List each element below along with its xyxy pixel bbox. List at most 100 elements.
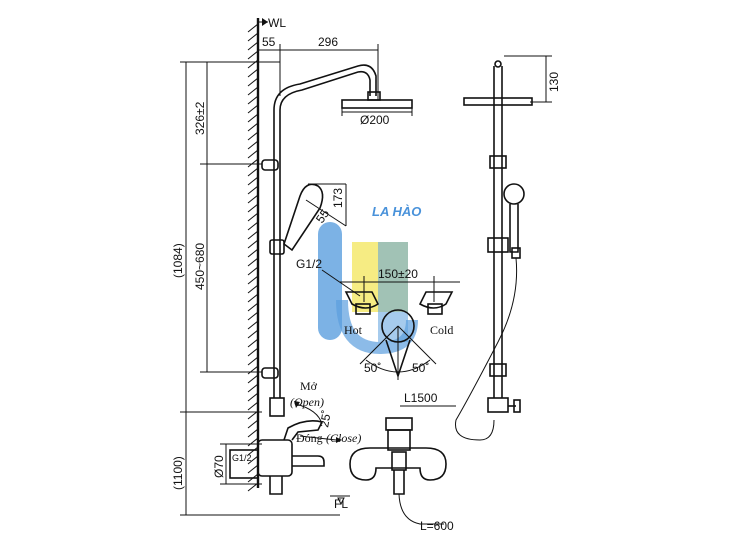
close-vi-label: Đóng bbox=[296, 431, 323, 445]
shower-hose bbox=[455, 257, 518, 441]
wall-hatch-line bbox=[247, 140, 259, 150]
hand-shower bbox=[283, 183, 324, 252]
hand-shower-holder bbox=[269, 239, 285, 255]
front-hand-shower-head bbox=[503, 183, 525, 205]
wall-hatch-line bbox=[247, 158, 259, 168]
wall-hatch-line bbox=[247, 329, 259, 339]
dim-326: 326±2 bbox=[193, 101, 207, 135]
wall-hatch-line bbox=[247, 320, 259, 330]
wall-hatch-line bbox=[247, 248, 259, 258]
wall-hatch-line bbox=[247, 50, 259, 60]
dim-1084: (1084) bbox=[171, 243, 185, 278]
dim-130: 130 bbox=[547, 72, 561, 92]
dim-l1500: L1500 bbox=[404, 391, 438, 405]
cold-inlet-elbow bbox=[418, 291, 454, 309]
logo-blue-bar bbox=[318, 222, 342, 340]
wall-hatch-line bbox=[247, 221, 259, 231]
logo-text: LA HÀO bbox=[372, 204, 421, 219]
wall-hatch-line bbox=[247, 311, 259, 321]
front-rain-shower-head bbox=[463, 97, 533, 106]
lower-wall-bracket bbox=[261, 367, 279, 379]
wall-hatch-line bbox=[247, 446, 259, 456]
wall-hatch-line bbox=[247, 302, 259, 312]
angle-25-label: 25˚ bbox=[317, 409, 334, 429]
wall-hatch-line bbox=[247, 428, 259, 438]
wall-hatch-line bbox=[247, 68, 259, 78]
angle-left-label: 50˚ bbox=[364, 361, 381, 375]
diverter bbox=[487, 397, 509, 413]
wall-hatch-line bbox=[247, 338, 259, 348]
open-vi-label: Mở bbox=[300, 379, 318, 393]
wall-hatch-line bbox=[247, 419, 259, 429]
wall-hatch-line bbox=[247, 455, 259, 465]
wall-hatch-line bbox=[247, 23, 259, 33]
wall-hatch-line bbox=[247, 104, 259, 114]
cold-label: Cold bbox=[430, 323, 453, 337]
wall-hatch-line bbox=[247, 365, 259, 375]
dim-l600: L=600 bbox=[420, 519, 454, 533]
dim-200: Ø200 bbox=[360, 113, 390, 127]
side-view-riser: Ø200 173 55 bbox=[261, 64, 413, 417]
wall-hatch-line bbox=[247, 464, 259, 474]
angle-right-label: 50˚ bbox=[412, 361, 429, 375]
wall-hatch-line bbox=[247, 194, 259, 204]
wall-hatch-line bbox=[247, 239, 259, 249]
logo-yellow-block bbox=[352, 242, 408, 312]
dim-g12-lower: G1/2 bbox=[232, 453, 252, 463]
dim-1100: (1100) bbox=[171, 456, 185, 490]
wall-hatch-line bbox=[247, 257, 259, 267]
wall-hatch-line bbox=[247, 41, 259, 51]
wall-hatch-line bbox=[247, 293, 259, 303]
la-hao-logo-watermark: LA HÀO bbox=[318, 204, 421, 355]
wall-hatch-line bbox=[247, 86, 259, 96]
front-view: 130 L1500 L=600 bbox=[349, 55, 561, 533]
wall-hatch-line bbox=[247, 167, 259, 177]
wall-hatch-line bbox=[247, 176, 259, 186]
hot-inlet-elbow bbox=[344, 291, 380, 309]
wall-hatch-line bbox=[247, 383, 259, 393]
valve-top-view: 150±20 G1/2 Hot Cold 50˚ 50˚ bbox=[296, 257, 460, 380]
dim-70: Ø70 bbox=[212, 455, 226, 478]
wall-hatch-line bbox=[247, 284, 259, 294]
left-dimensions: (1084) 326±2 450~680 (1100) Ø70 bbox=[171, 61, 340, 516]
wall-hatch-line bbox=[247, 266, 259, 276]
wl-label: WL bbox=[268, 16, 286, 30]
wall-hatch-line bbox=[247, 77, 259, 87]
wall-hatch-line bbox=[247, 122, 259, 132]
wall-hatch-line bbox=[247, 95, 259, 105]
side-view-mixer: G1/2 Mở (Open) 25˚ Đóng (Close) FL bbox=[229, 379, 361, 511]
top-dimensions: 55 296 bbox=[258, 35, 379, 100]
rain-shower-head bbox=[341, 99, 413, 109]
wall-hatch-line bbox=[247, 185, 259, 195]
wall-hatch-line bbox=[247, 203, 259, 213]
close-en-label: (Close) bbox=[326, 431, 361, 445]
hot-label: Hot bbox=[344, 323, 363, 337]
wall-hatch-line bbox=[247, 212, 259, 222]
wall-hatch-line bbox=[247, 275, 259, 285]
wall-hatch-line bbox=[247, 149, 259, 159]
wall-hatch-line bbox=[247, 374, 259, 384]
open-en-label: (Open) bbox=[290, 395, 324, 409]
wall-hatch-line bbox=[247, 113, 259, 123]
wall: WL bbox=[247, 16, 286, 492]
wall-hatch-line bbox=[247, 401, 259, 411]
wall-hatch-line bbox=[247, 437, 259, 447]
dim-150: 150±20 bbox=[378, 267, 418, 281]
logo-blue-bowl bbox=[336, 299, 418, 355]
wall-hatch-line bbox=[247, 230, 259, 240]
mixer-lever bbox=[283, 420, 324, 441]
fl-label: FL bbox=[334, 497, 348, 511]
dim-296: 296 bbox=[318, 35, 338, 49]
wall-hatch-line bbox=[247, 356, 259, 366]
dim-173: 173 bbox=[331, 188, 345, 208]
dim-55-top: 55 bbox=[262, 35, 276, 49]
logo-blue-block bbox=[378, 242, 408, 342]
dim-450-680: 450~680 bbox=[193, 243, 207, 290]
dim-g12-top: G1/2 bbox=[296, 257, 322, 271]
wall-hatch-line bbox=[247, 59, 259, 69]
wall-hatch-line bbox=[247, 347, 259, 357]
wall-hatch-line bbox=[247, 32, 259, 42]
wall-hatch-line bbox=[247, 131, 259, 141]
wall-hatch-line bbox=[247, 392, 259, 402]
